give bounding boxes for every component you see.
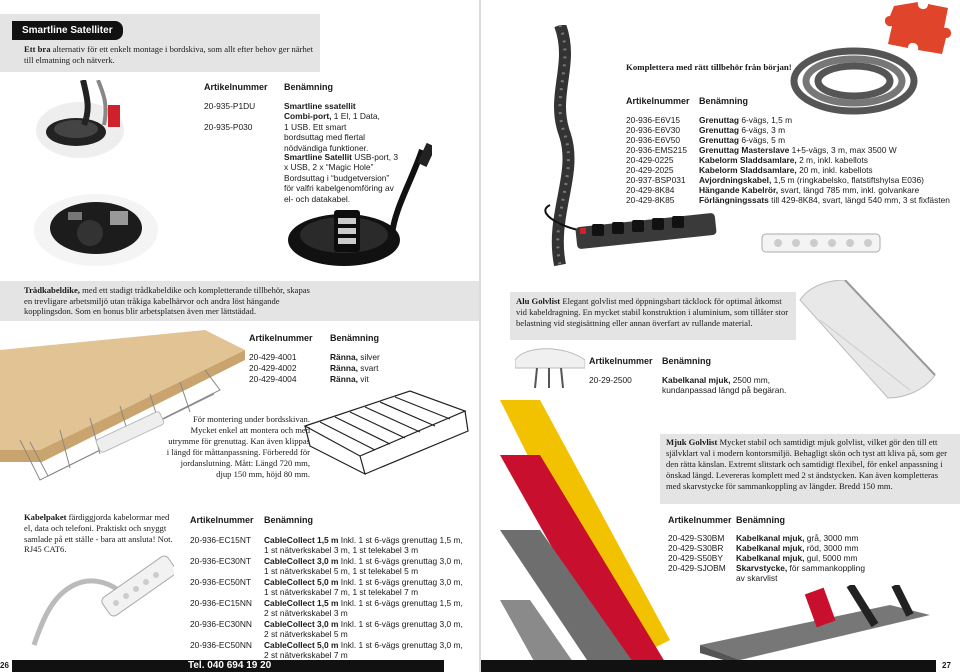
alu-col-code: Artikelnummer [589,356,653,366]
acc-name-2: Grenuttag 6-vägs, 3 m [699,125,786,135]
mjuk-panel [660,434,960,504]
acc-code-2: 20-936-E6V30 [626,125,681,135]
mjuk-golvlist-installed-photo [700,585,930,665]
kabelpaket-code-2: 20-936-EC30NT [190,556,251,566]
acc-code-5: 20-429-0225 [626,155,674,165]
mjuk-code-2: 20-429-S30BR [668,543,724,553]
power-strip-masterslave-photo [575,213,717,249]
acc-code-3: 20-936-E6V50 [626,135,681,145]
kabelpaket-desc-2: CableCollect 3,0 m Inkl. 1 st 6-vägs gre… [264,556,463,577]
cable-tray-under-desk-photo [0,330,245,481]
mjuk-name-3: Kabelkanal mjuk, gul, 5000 mm [736,553,858,563]
kabelpaket-code-4: 20-936-EC15NN [190,598,252,608]
acc-col-code: Artikelnummer [626,96,690,106]
tray-code-2: 20-429-4002 [249,363,297,373]
tray-panel [0,281,479,321]
alu-panel [510,292,796,340]
page-number-left: 26 [0,661,9,670]
acc-code-7: 20-937-BSP031 [626,175,686,185]
kabelpaket-desc-5: CableCollect 3,0 m Inkl. 1 st 6-vägs gre… [264,619,463,640]
mjuk-golvlist-strips-photo [500,400,670,672]
tray-name-2: Ränna, svart [330,363,379,373]
smartline-col-name: Benämning [284,82,334,92]
smartline-desc-2: Smartline Satellit USB-port, 3 x USB, 2 … [284,152,399,204]
puzzle-piece-icon [884,2,952,54]
tray-code-3: 20-429-4004 [249,374,297,384]
alu-golvlist-photo [799,280,936,399]
acc-code-9: 20-429-8K85 [626,195,675,205]
kabelpaket-desc-6: CableCollect 5,0 m Inkl. 1 st 6-vägs gre… [264,640,463,661]
kabelpaket-intro: Kabelpaket färdiggjorda kabelormar med e… [24,512,173,555]
tray-name-3: Ränna, vit [330,374,369,384]
acc-name-4: Grenuttag Masterslave 1+5-vägs, 3 m, max… [699,145,897,155]
mjuk-code-1: 20-429-S30BM [668,533,725,543]
smartline-code-2: 20-935-P030 [204,122,253,132]
kabelpaket-code-5: 20-936-EC30NN [190,619,252,629]
footer-bar-left [12,660,444,672]
acc-name-6: Kabelorm Sladdsamlare, 20 m, inkl. kabel… [699,165,873,175]
kabelpaket-photo [31,555,174,646]
mjuk-intro: Mjuk Golvlist Mycket stabil och samtidig… [666,437,947,491]
page-gutter [479,0,481,672]
mjuk-col-name: Benämning [736,515,786,525]
tray-col-code: Artikelnummer [249,333,313,343]
mjuk-code-4: 20-429-SJOBM [668,563,726,573]
tray-intro: Trådkabeldike, med ett stadigt trådkabel… [24,285,310,317]
acc-name-5: Kabelorm Sladdsamlare, 2 m, inkl. kabell… [699,155,868,165]
kabelpaket-code-6: 20-936-EC50NN [190,640,252,650]
kabelpaket-desc-1: CableCollect 1,5 m Inkl. 1 st 6-vägs gre… [264,535,463,556]
acc-col-name: Benämning [699,96,749,106]
acc-code-4: 20-936-EMS215 [626,145,687,155]
cable-tray-product-photo [303,390,469,476]
acc-name-7: Avjordningskabel, 1,5 m (ringkabelsko, f… [699,175,924,185]
smartline-satellite-photo [28,80,183,270]
komplettera-heading: Komplettera med rätt tillbehör från börj… [626,62,792,72]
alu-desc: Kabelkanal mjuk, 2500 mm, kundanpassad l… [662,375,787,396]
tray-name-1: Ränna, silver [330,352,380,362]
mjuk-col-code: Artikelnummer [668,515,732,525]
tray-note: För montering under bordsskivan. Mycket … [166,414,310,479]
alu-code: 20-29-2500 [589,375,632,385]
power-strip-white-photo [761,233,881,253]
cable-spiral-coil-photo [790,47,918,115]
kabelpaket-code-1: 20-936-EC15NT [190,535,251,545]
acc-code-1: 20-936-E6V15 [626,115,681,125]
alu-col-name: Benämning [662,356,712,366]
kabelpaket-desc-3: CableCollect 5,0 m Inkl. 1 st 6-vägs gre… [264,577,463,598]
smartline-intro: Ett bra alternativ för ett enkelt montag… [24,44,313,65]
kabelpaket-code-3: 20-936-EC50NT [190,577,251,587]
acc-name-3: Grenuttag 6-vägs, 5 m [699,135,786,145]
alu-intro: Alu Golvlist Elegant golvlist med öppnin… [516,296,789,328]
mjuk-name-1: Kabelkanal mjuk, grå, 3000 mm [736,533,859,543]
acc-name-1: Grenuttag 6-vägs, 1,5 m [699,115,793,125]
footer-phone: Tel. 040 694 19 20 [188,660,272,671]
mjuk-code-3: 20-429-S50BY [668,553,723,563]
mjuk-name-2: Kabelkanal mjuk, röd, 3000 mm [736,543,859,553]
usb-port-hub-photo [288,142,432,266]
acc-code-6: 20-429-2025 [626,165,674,175]
alu-golvlist-end-photo [515,348,585,389]
acc-name-9: Förlängningssats till 429-8K84, svart, l… [699,195,950,205]
kabelpaket-col-name: Benämning [264,515,314,525]
tray-col-name: Benämning [330,333,380,343]
section-title-smartline: Smartline Satelliter [12,21,123,40]
smartline-col-code: Artikelnummer [204,82,268,92]
acc-code-8: 20-429-8K84 [626,185,675,195]
page-number-right: 27 [942,661,951,670]
kabelpaket-desc-4: CableCollect 1,5 m Inkl. 1 st 6-vägs gre… [264,598,463,619]
footer-bar-right [481,660,936,672]
mjuk-name-4: Skarvstycke, för sammankoppling [736,563,865,573]
mjuk-name-5: av skarvlist [736,573,778,583]
tray-code-1: 20-429-4001 [249,352,297,362]
smartline-desc-1: Smartline ssatellit Combi-port, 1 El, 1 … [284,101,380,153]
smartline-code-1: 20-935-P1DU [204,101,256,111]
acc-name-8: Hängande Kabelrör, svart, längd 785 mm, … [699,185,920,195]
kabelpaket-col-code: Artikelnummer [190,515,254,525]
